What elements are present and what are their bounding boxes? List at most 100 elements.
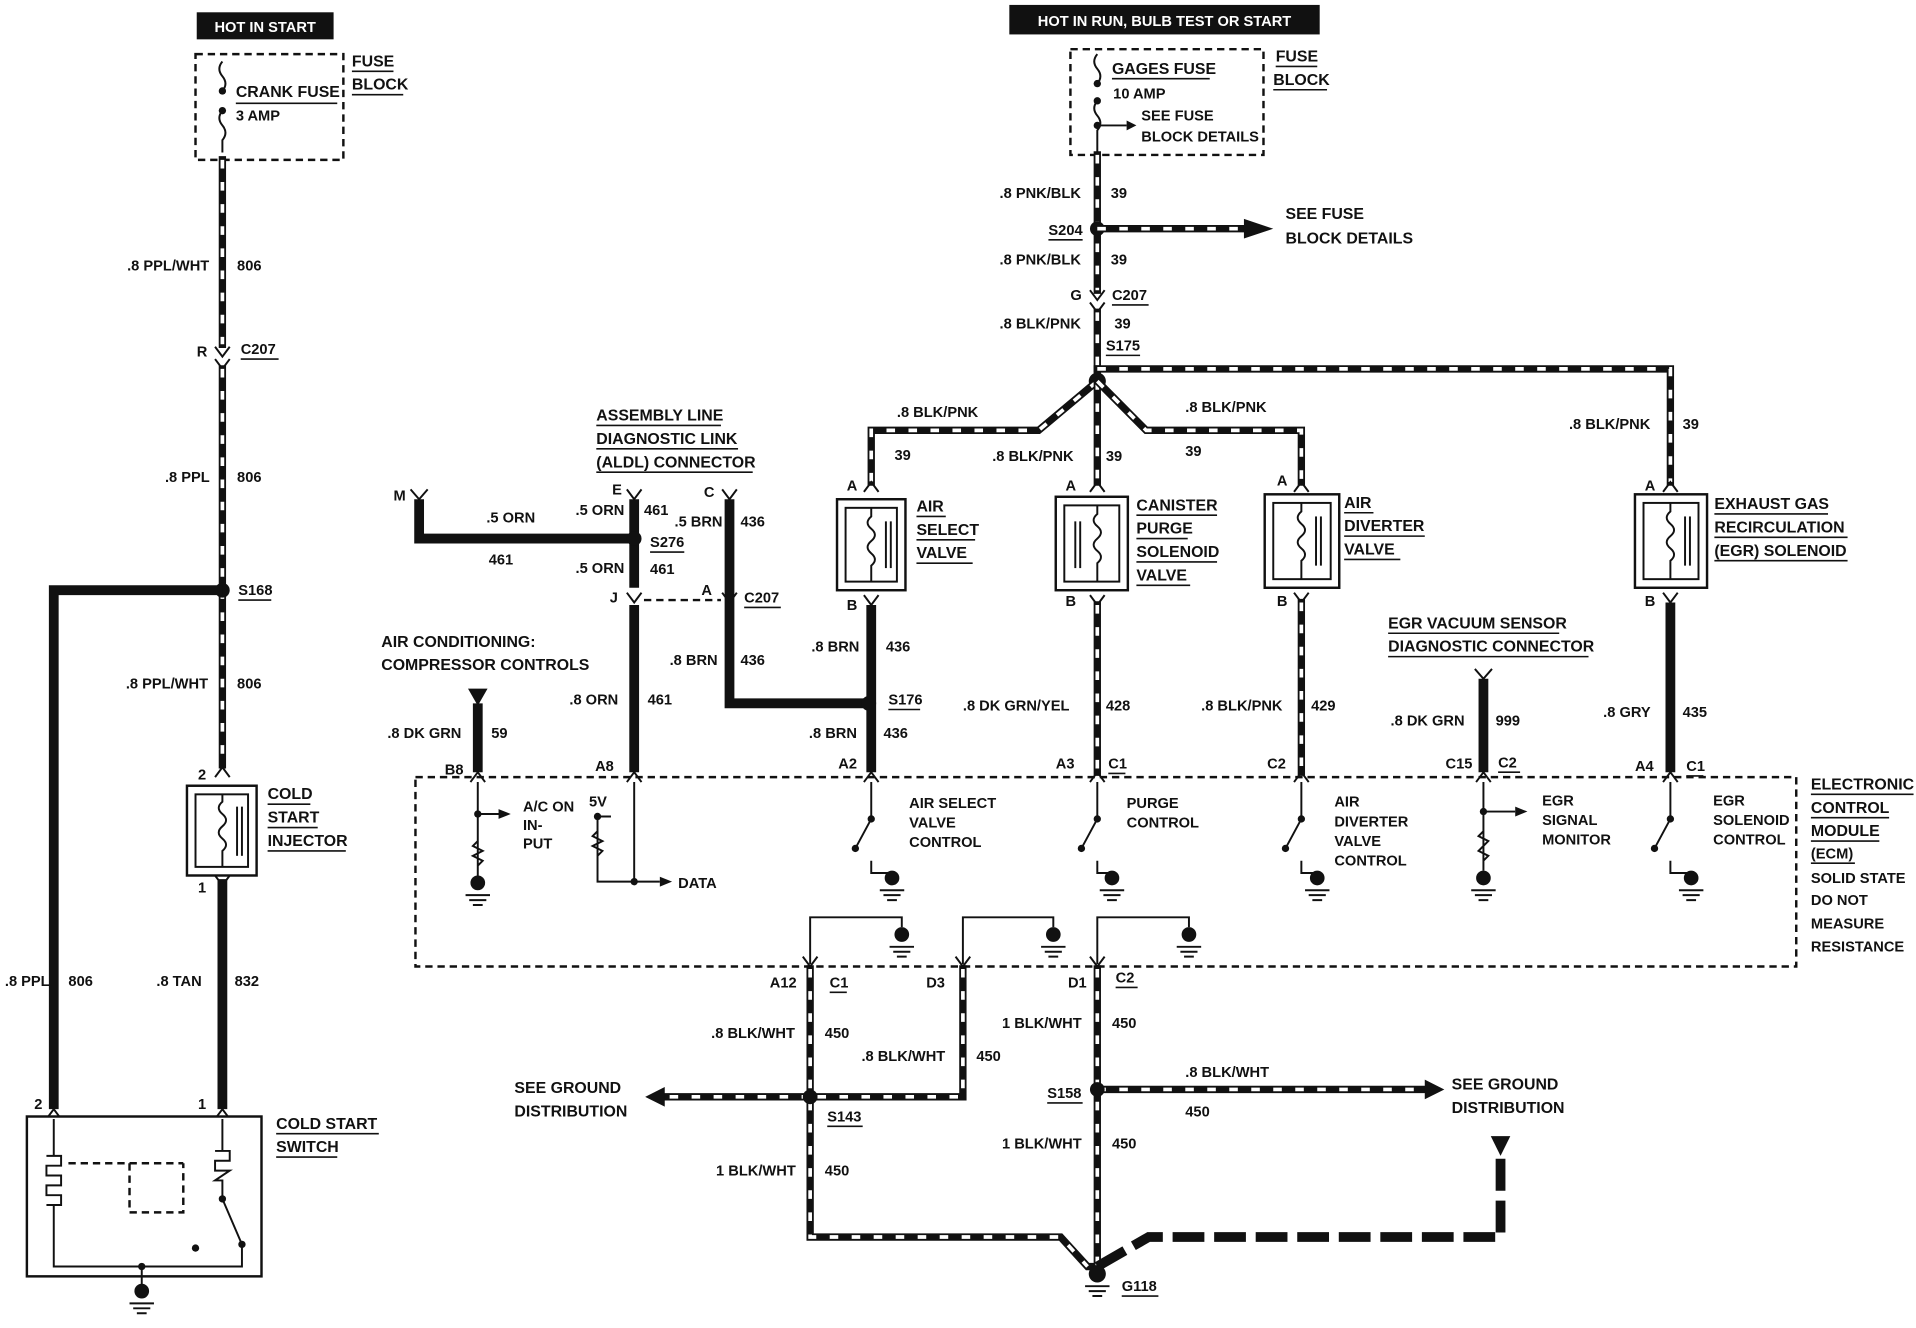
aldl-pin-a: A xyxy=(701,583,712,599)
gnd-pin-a12: A12 xyxy=(770,975,797,991)
adv-label-3: VALVE xyxy=(1344,542,1395,559)
top-w2-num: 39 xyxy=(1111,252,1127,268)
gnd-w2-gauge: .8 BLK/WHT xyxy=(861,1049,945,1065)
egr-label-1: EXHAUST GAS xyxy=(1714,496,1829,513)
ecm-name-4: (ECM) xyxy=(1811,846,1853,862)
gnd-w5-gauge: 1 BLK/WHT xyxy=(1002,1136,1082,1152)
branch3-num: 39 xyxy=(1185,444,1201,460)
adv-w-num: 429 xyxy=(1311,699,1335,715)
canister-purge-solenoid: A B CANISTER PURGE SOLENOID VALVE xyxy=(1054,479,1219,776)
switch-label-1: COLD START xyxy=(276,1116,377,1133)
ground-arrow-down xyxy=(1490,1136,1511,1156)
aldl-m-num: 461 xyxy=(489,552,513,568)
cold-start-switch: 2 1 COLD START SWITCH xyxy=(25,1097,379,1315)
ecm-name-1: ELECTRONIC xyxy=(1811,776,1915,793)
egr-label-2: RECIRCULATION xyxy=(1714,519,1844,536)
s204-see-2: BLOCK DETAILS xyxy=(1285,230,1413,247)
gnd-w1-num: 450 xyxy=(825,1026,849,1042)
gnd-pin-c1: C1 xyxy=(830,975,849,991)
ecm-note-2: DO NOT xyxy=(1811,893,1868,909)
cps-w-num: 428 xyxy=(1106,699,1130,715)
top-pin-g: G xyxy=(1070,288,1081,304)
asv-label-1: AIR xyxy=(916,498,944,515)
egr-pin-b: B xyxy=(1645,594,1656,610)
branch3-gauge: .8 BLK/PNK xyxy=(1185,400,1267,416)
ecm-note-4: RESISTANCE xyxy=(1811,940,1904,956)
left-w5-num: 832 xyxy=(235,974,259,990)
cps-w-gauge: .8 DK GRN/YEL xyxy=(963,699,1070,715)
ecm-pin-a4: A4 xyxy=(1635,759,1655,775)
aldl-label-1: ASSEMBLY LINE xyxy=(596,407,723,424)
left-fuse-word: FUSE xyxy=(352,53,394,70)
aldl-c-gauge: .5 BRN xyxy=(675,514,723,530)
ecm-name-2: CONTROL xyxy=(1811,800,1890,817)
left-w2-num: 806 xyxy=(237,470,261,486)
gnd-w4-gauge: .8 BLK/WHT xyxy=(1185,1065,1269,1081)
ecm-egrsol-l3: CONTROL xyxy=(1713,833,1785,849)
air-diverter-valve: A B AIR DIVERTER VALVE xyxy=(1263,474,1425,776)
adv-label-1: AIR xyxy=(1344,495,1372,512)
crank-fuse-rating: 3 AMP xyxy=(236,108,280,124)
see-ground-right-2: DISTRIBUTION xyxy=(1452,1100,1565,1117)
ac-arrow xyxy=(468,688,488,706)
aldl-c207: C207 xyxy=(744,590,779,606)
ecm-pin-a8: A8 xyxy=(595,759,614,775)
left-block-word: BLOCK xyxy=(352,77,409,94)
gnd-w3-num: 450 xyxy=(1112,1016,1136,1032)
aldl-pin-m: M xyxy=(393,488,405,504)
egr-sensor-label-1: EGR VACUUM SENSOR xyxy=(1388,615,1567,632)
ground-arrow-left xyxy=(645,1086,665,1107)
cps-label-4: VALVE xyxy=(1136,567,1187,584)
hot-in-start-tag: HOT IN START xyxy=(196,12,334,40)
ac-label-2: COMPRESSOR CONTROLS xyxy=(381,657,589,674)
gages-fuse-label: GAGES FUSE xyxy=(1112,61,1216,78)
ecm-pin-c1a: C1 xyxy=(1108,756,1127,772)
egr-w-gauge: .8 GRY xyxy=(1603,705,1651,721)
ecm-module: A/C ON IN- PUT 5V DATA AIR SELECT VALVE … xyxy=(414,770,1798,969)
see-ground-left-2: DISTRIBUTION xyxy=(514,1103,627,1120)
hot-in-start-text: HOT IN START xyxy=(214,20,315,36)
ecm-ac-l1: A/C ON xyxy=(523,800,574,816)
gages-fuse-rating: 10 AMP xyxy=(1113,86,1166,102)
s168-label: S168 xyxy=(238,583,272,599)
right-fuse-block-outline xyxy=(1069,47,1265,157)
ecm-ac-l2: IN- xyxy=(523,818,543,834)
asv-w-gauge: .8 BRN xyxy=(811,640,859,656)
egr-sensor-w-num: 999 xyxy=(1496,713,1520,729)
s276-splice xyxy=(626,531,642,546)
aldl-pin-e: E xyxy=(612,482,622,498)
ac-num: 59 xyxy=(491,726,507,742)
ecm-purge-l1: PURGE xyxy=(1127,796,1179,812)
ecm-outline xyxy=(414,775,1798,968)
egr-label-3: (EGR) SOLENOID xyxy=(1714,543,1846,560)
air-select-valve: A B AIR SELECT VALVE xyxy=(835,479,979,773)
egr-pin-a: A xyxy=(1645,479,1656,495)
ac-gauge: .8 DK GRN xyxy=(387,726,461,742)
ecm-asv-l3: CONTROL xyxy=(909,835,981,851)
egr-sensor-w-gauge: .8 DK GRN xyxy=(1391,713,1465,729)
asv-pin-a: A xyxy=(847,479,858,495)
s204-label: S204 xyxy=(1048,223,1083,239)
gnd-pin-c2: C2 xyxy=(1116,970,1135,986)
ecm-pin-a3: A3 xyxy=(1056,756,1075,772)
aldl-c-num: 436 xyxy=(740,514,764,530)
top-w1-gauge: .8 PNK/BLK xyxy=(1000,186,1082,202)
right-block-word: BLOCK xyxy=(1273,72,1330,89)
top-w2-gauge: .8 PNK/BLK xyxy=(1000,252,1082,268)
adv-w-gauge: .8 BLK/PNK xyxy=(1201,699,1283,715)
hot-in-run-text: HOT IN RUN, BULB TEST OR START xyxy=(1038,14,1292,30)
s276-label: S276 xyxy=(650,535,684,551)
adv-pin-b: B xyxy=(1277,594,1288,610)
top-feed-wire xyxy=(1089,151,1106,385)
ecm-adv-l1: AIR xyxy=(1334,795,1360,811)
asv-pin-b: B xyxy=(847,598,858,614)
ecm-data: DATA xyxy=(678,876,717,892)
ecm-egrsig-l2: SIGNAL xyxy=(1542,813,1597,829)
aldl-m-gauge: .5 ORN xyxy=(486,511,535,527)
gnd-pin-d1: D1 xyxy=(1068,975,1087,991)
asv-w-num: 436 xyxy=(886,640,910,656)
cps-pin-b: B xyxy=(1066,594,1077,610)
aldl-orn-num: 461 xyxy=(648,693,672,709)
left-w1-gauge: .8 PPL/WHT xyxy=(127,258,209,274)
